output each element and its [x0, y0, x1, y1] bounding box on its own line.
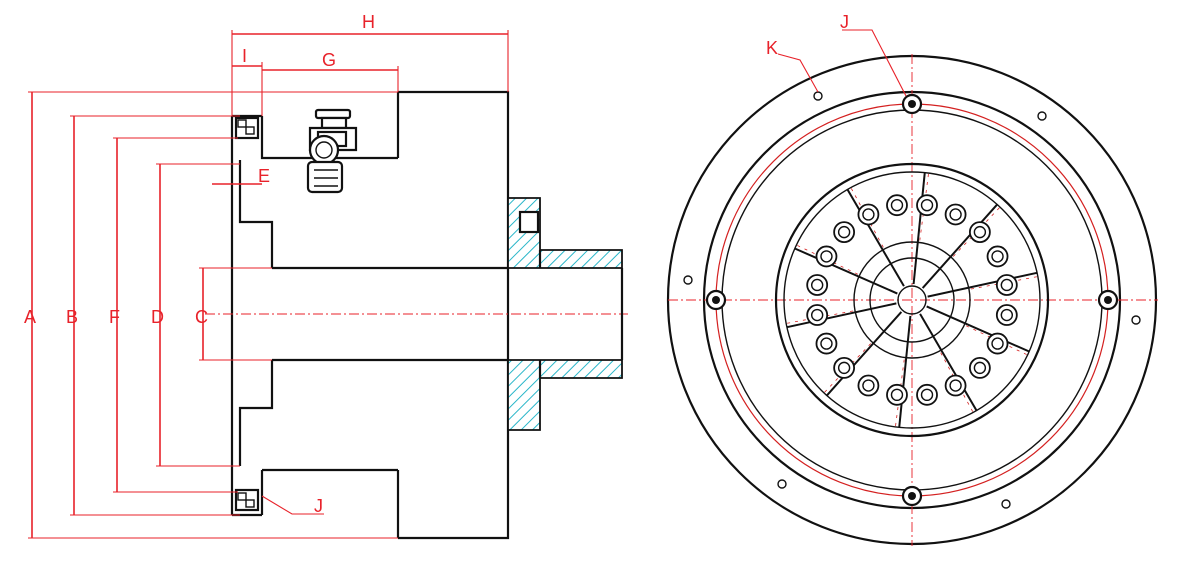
side-body-outline — [205, 90, 628, 540]
dim-label-a: A — [24, 307, 36, 327]
jaw-divider-line — [846, 188, 905, 287]
jaw-hole — [815, 332, 838, 355]
jaw-hole — [806, 304, 829, 326]
jaw-hole — [995, 274, 1018, 296]
jaw-hole — [944, 203, 967, 226]
dim-label-c: C — [195, 307, 208, 327]
jaw-hole — [833, 221, 856, 244]
dim-label-g: G — [322, 50, 336, 70]
jaw-hole — [857, 374, 880, 397]
dim-label-h: H — [362, 12, 375, 32]
jaw-hole — [833, 356, 856, 379]
jaw-divider-line — [919, 313, 978, 412]
jaw-divider-line — [898, 315, 912, 428]
jaw-hole — [944, 374, 967, 397]
jaw-divider-line — [921, 203, 998, 289]
outer-screw-holes — [683, 91, 1141, 509]
jaw-divider-line — [912, 172, 926, 285]
side-dimensions — [28, 30, 509, 539]
jaw-hole — [806, 274, 829, 296]
callout-label-k: K — [766, 38, 778, 58]
rear-flange-section — [507, 197, 624, 431]
jaw-divider-line — [926, 305, 1030, 353]
jaw-hole — [857, 203, 880, 226]
dim-label-i: I — [242, 46, 247, 66]
jaw-hole — [886, 194, 908, 217]
front-callouts: K J — [766, 12, 907, 97]
side-view: A B F D C H I G E J — [24, 12, 628, 540]
jaw-hole — [995, 304, 1018, 326]
jaw-hole — [968, 221, 991, 244]
chuck-face — [774, 162, 1050, 438]
jaw-divider-line — [786, 302, 897, 329]
jaw-hole — [986, 332, 1009, 355]
jaw-hole — [886, 383, 908, 406]
jaw-hole — [916, 383, 938, 406]
dim-label-e: E — [258, 166, 270, 186]
radial-jaw-segments — [786, 172, 1038, 428]
air-fitting-icon — [306, 108, 358, 194]
callout-label-j: J — [840, 12, 849, 32]
jaw-divider-line — [826, 311, 903, 397]
jaw-hole — [986, 245, 1009, 268]
mounting-bolts — [705, 93, 1119, 507]
jaw-hole — [968, 356, 991, 379]
dim-label-b: B — [66, 307, 78, 327]
jaw-divider-line — [927, 271, 1038, 298]
front-view: K J — [666, 12, 1158, 546]
dim-label-j-side: J — [314, 496, 323, 516]
jaw-hole — [815, 245, 838, 268]
dim-label-f: F — [109, 307, 120, 327]
jaw-hole — [916, 194, 938, 217]
jaw-divider-line — [794, 247, 898, 295]
side-dimension-labels: A B F D C H I G E J — [24, 12, 375, 516]
dim-label-d: D — [151, 307, 164, 327]
